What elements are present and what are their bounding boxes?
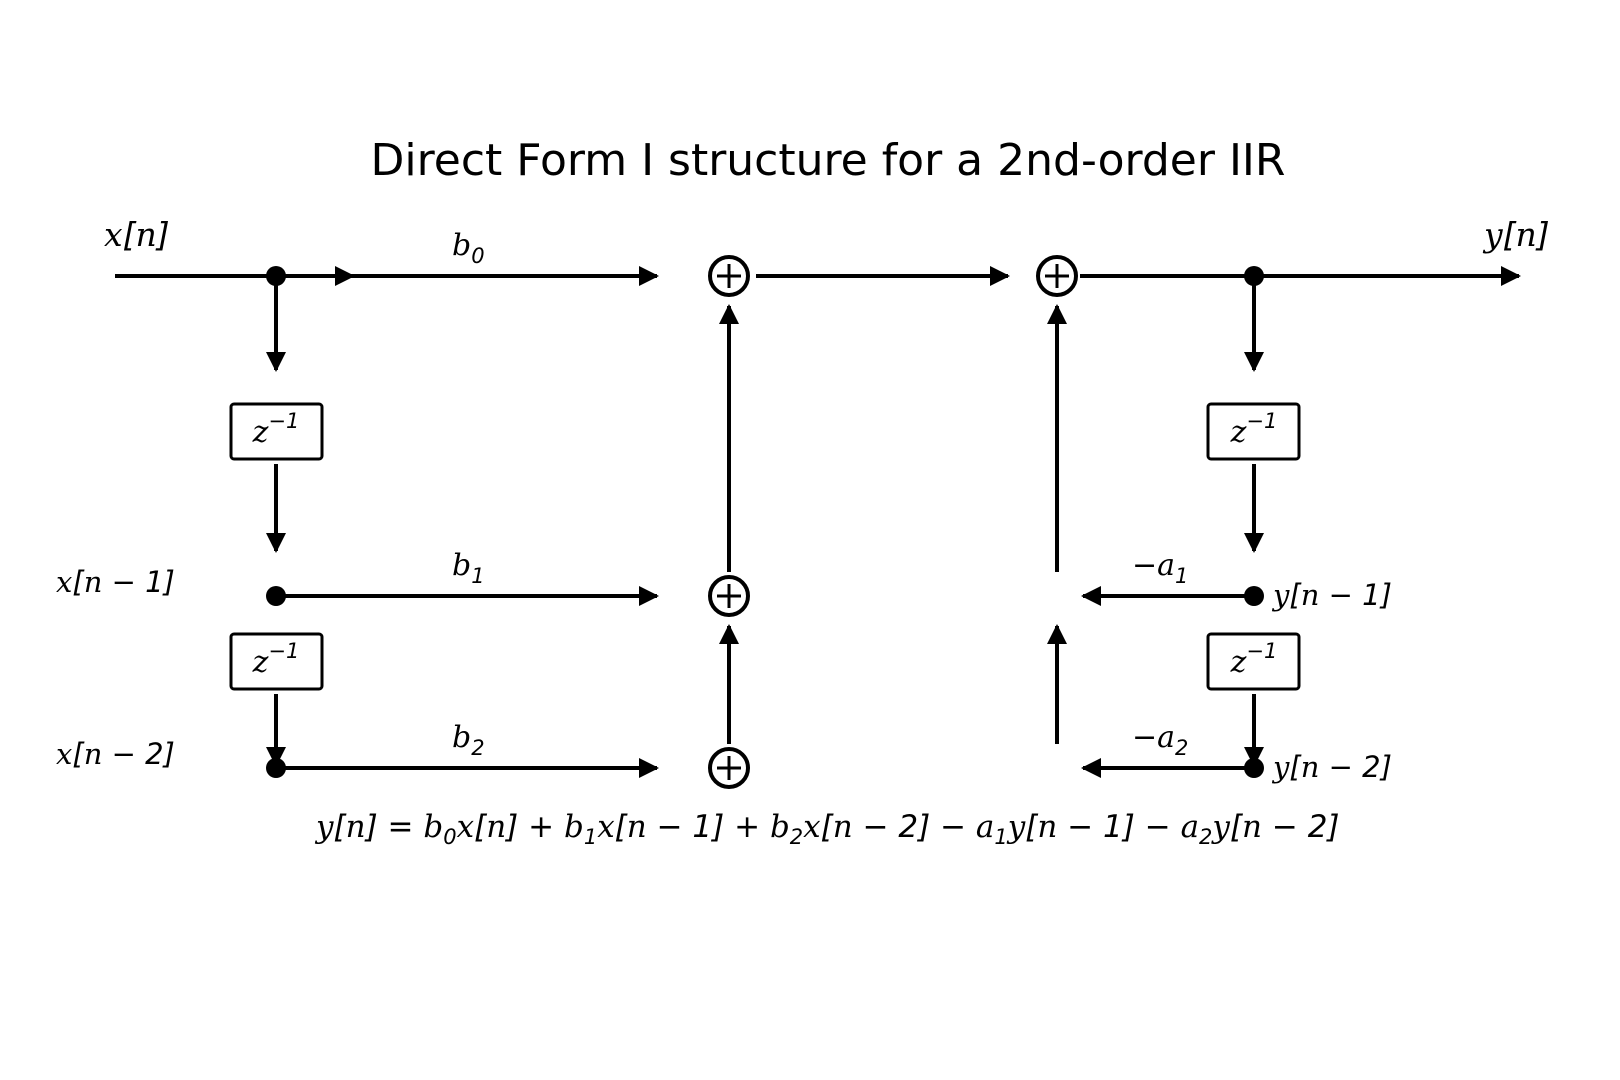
y2-node [1244,758,1264,778]
output-signal-label: y[n] [1482,215,1550,254]
y-delay1-label: y[n − 1] [1271,578,1392,612]
delay-block-x2: z−1 [229,632,324,691]
adder-0 [708,255,750,297]
coef-neg-a2-label: −a2 [1132,720,1188,760]
input-node [266,266,286,286]
y-delay2-label: y[n − 2] [1271,750,1392,784]
coef-b1-label: b1 [452,548,485,588]
input-signal-label: x[n] [104,215,170,254]
y1-node [1244,586,1264,606]
x1-node [266,586,286,606]
diagram-title: Direct Form I structure for a 2nd-order … [371,135,1286,186]
delay-block-x1: z−1 [229,402,324,461]
adder-2 [708,747,750,789]
coef-b2-label: b2 [452,720,485,760]
x-delay1-label: x[n − 1] [56,565,175,599]
adder-3 [1036,255,1078,297]
x-delay2-label: x[n − 2] [56,737,175,771]
delay-block-y2: z−1 [1206,632,1301,691]
delay-block-y1: z−1 [1206,402,1301,461]
difference-equation: y[n] = b0x[n] + b1x[n − 1] + b2x[n − 2] … [314,809,1340,849]
coef-neg-a1-label: −a1 [1132,548,1188,588]
x2-node [266,758,286,778]
output-node [1244,266,1264,286]
coef-b0-label: b0 [452,228,485,268]
adder-1 [708,575,750,617]
